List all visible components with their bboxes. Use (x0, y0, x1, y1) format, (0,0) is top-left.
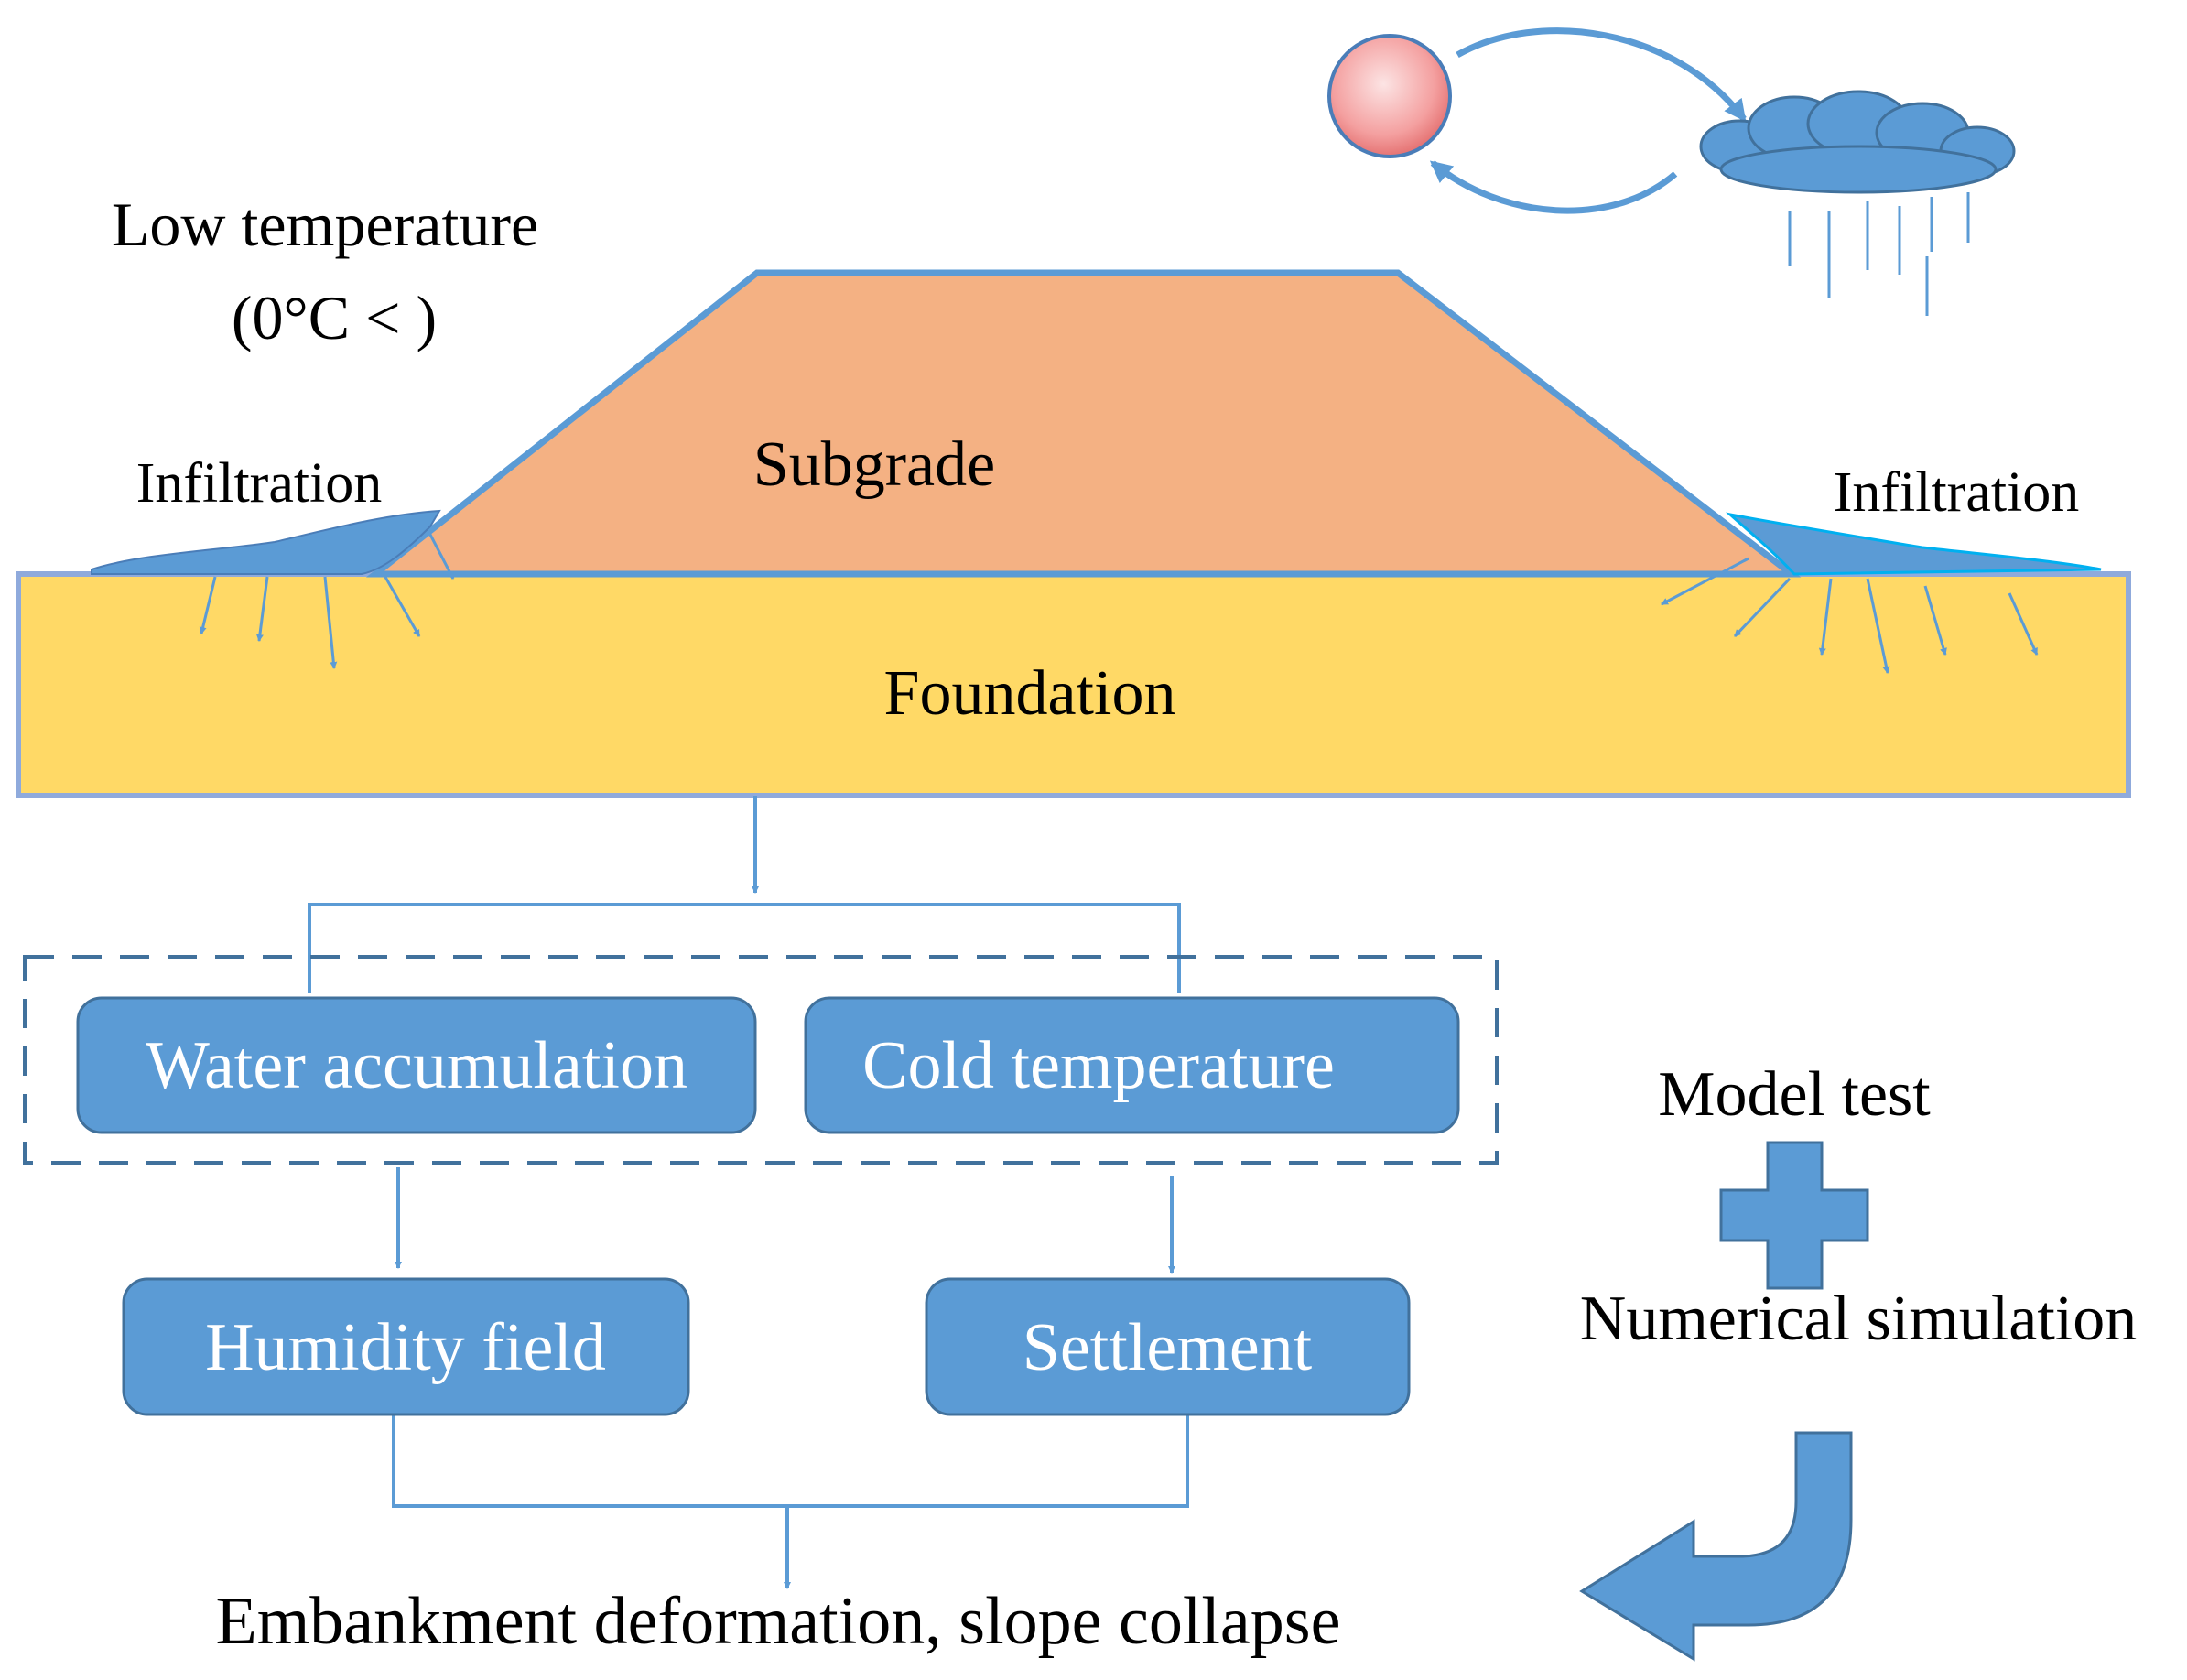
infiltration-arrows-left (199, 530, 455, 669)
model-test-label: Model test (1658, 1059, 1931, 1130)
foundation-label: Foundation (884, 658, 1176, 729)
low-temperature-label: Low temperature (112, 190, 538, 259)
infiltration-right-label: Infiltration (1834, 461, 2080, 524)
result-label: Embankment deformation, slope collapse (216, 1584, 1341, 1659)
cold-temperature-box: Cold temperature (804, 996, 1460, 1134)
water-accumulation-box: Water accumulation (76, 996, 757, 1134)
cycle-arrow-top (1456, 27, 1747, 123)
cold-temperature-label: Cold temperature (862, 1028, 1335, 1103)
water-pool-left (91, 509, 441, 575)
flow-connectors (308, 796, 1189, 1589)
temperature-condition-label: (0°C < ) (232, 283, 437, 352)
water-accumulation-label: Water accumulation (146, 1028, 687, 1103)
subgrade-label: Subgrade (753, 429, 995, 500)
subgrade-embankment (365, 269, 1802, 578)
dashed-group-frame (23, 955, 1499, 1165)
rain-cloud-icon (1699, 90, 2016, 316)
curved-return-arrow-icon (1579, 1431, 1853, 1662)
infiltration-left-label: Infiltration (136, 452, 383, 515)
foundation-layer (16, 571, 2131, 798)
infiltration-arrows-right (1661, 557, 2039, 674)
humidity-field-label: Humidity field (205, 1310, 606, 1385)
humidity-field-box: Humidity field (122, 1277, 690, 1416)
plus-icon (1719, 1141, 1869, 1290)
settlement-label: Settlement (1023, 1310, 1313, 1385)
settlement-box: Settlement (925, 1277, 1411, 1416)
water-pool-right (1726, 512, 2102, 576)
numerical-simulation-label: Numerical simulation (1580, 1284, 2137, 1354)
cycle-arrow-bottom (1429, 160, 1678, 214)
sun-icon (1327, 34, 1452, 158)
